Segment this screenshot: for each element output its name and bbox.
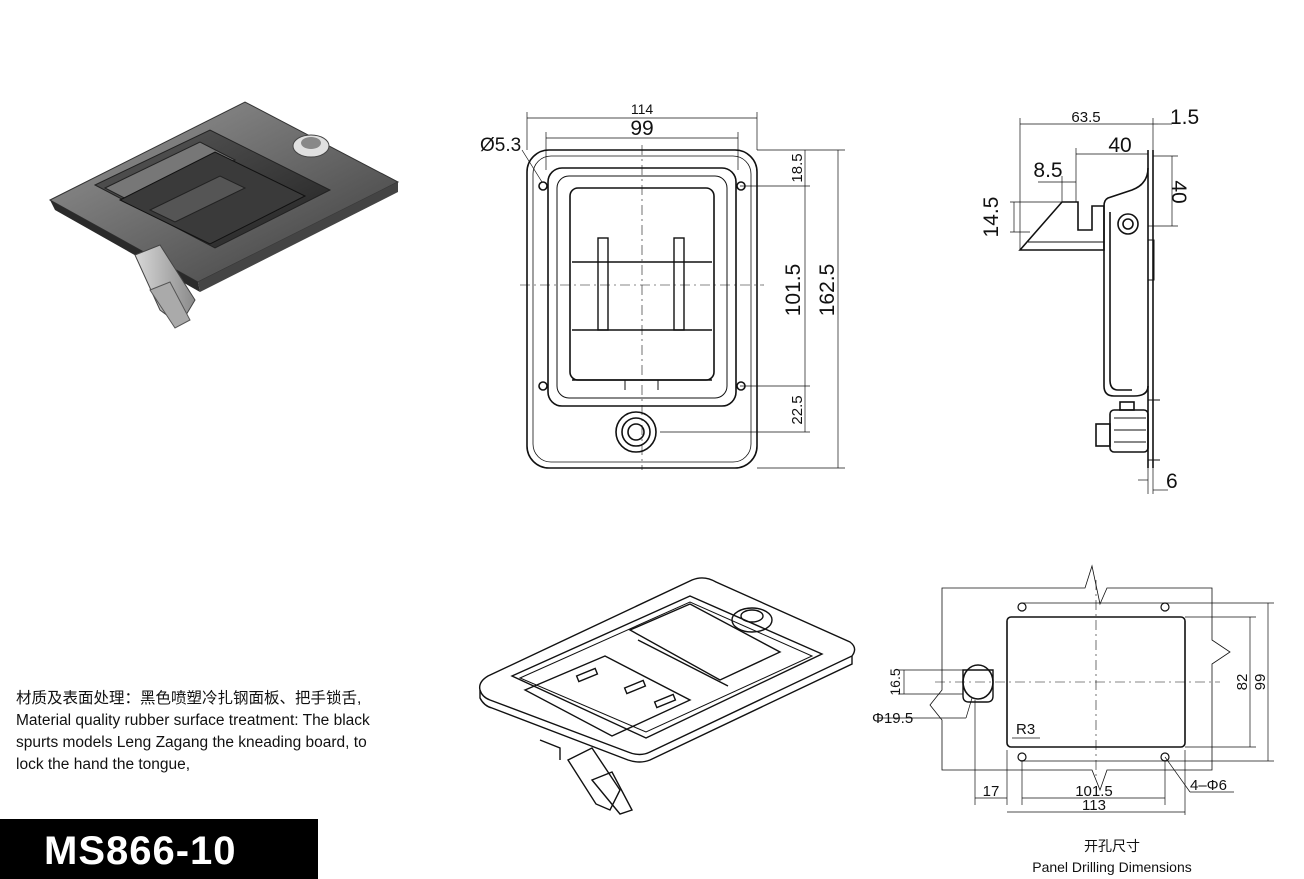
dim-front-hole-dia: Ø5.3 <box>480 135 521 156</box>
description-line-1: Material quality rubber surface treatmen… <box>16 712 370 729</box>
dim-front-162-5: 162.5 <box>816 264 839 317</box>
dim-front-22-5: 22.5 <box>789 395 806 424</box>
description-line-3: lock the hand the tongue, <box>16 756 191 773</box>
material-description: 材质及表面处理：黑色喷塑冷扎钢面板、把手锁舌, Material quality… <box>16 688 436 776</box>
dim-side-63-5: 63.5 <box>1071 109 1100 126</box>
dim-panel-holes: 4–Φ6 <box>1190 777 1227 794</box>
dim-front-101-5: 101.5 <box>782 264 805 317</box>
dim-front-18-5: 18.5 <box>789 153 806 182</box>
front-view-dimensions: 114 99 Ø5.3 18.5 101.5 162.5 22.5 <box>480 101 839 425</box>
dim-panel-17: 17 <box>983 783 1000 800</box>
description-line-2: spurts models Leng Zagang the kneading b… <box>16 734 367 751</box>
dim-side-40: 40 <box>1108 134 1131 157</box>
dim-side-8-5: 8.5 <box>1033 159 1062 182</box>
front-view <box>520 112 845 470</box>
dim-panel-82: 82 <box>1234 674 1251 691</box>
panel-caption-english: Panel Drilling Dimensions <box>1032 859 1192 875</box>
dim-panel-99: 99 <box>1252 674 1269 691</box>
latch-3d-render <box>48 101 400 329</box>
dim-front-114: 114 <box>631 101 654 117</box>
dim-side-40-vertical: 40 <box>1167 180 1190 203</box>
model-label-box: MS866-10 <box>0 819 318 879</box>
model-number: MS866-10 <box>44 829 237 873</box>
side-view <box>1010 118 1178 494</box>
dim-panel-113: 113 <box>1082 797 1106 814</box>
panel-drilling-dimensions: 16.5 Φ19.5 R3 17 101.5 113 4–Φ6 82 99 <box>872 668 1269 814</box>
panel-drilling-drawing <box>878 564 1274 815</box>
latch-3d-line-drawing <box>478 577 856 815</box>
dim-side-14-5: 14.5 <box>980 197 1003 238</box>
side-view-dimensions: 63.5 1.5 40 8.5 14.5 40 6 <box>980 106 1199 493</box>
dim-panel-r3: R3 <box>1016 721 1035 738</box>
dim-side-1-5: 1.5 <box>1170 106 1199 129</box>
panel-caption-chinese: 开孔尺寸 <box>1084 838 1140 854</box>
dim-front-99: 99 <box>630 117 653 140</box>
dim-panel-lock-dia: Φ19.5 <box>872 710 913 727</box>
dim-panel-16-5: 16.5 <box>887 668 903 695</box>
panel-drilling-caption: 开孔尺寸 Panel Drilling Dimensions <box>1000 836 1224 878</box>
dim-side-6: 6 <box>1166 470 1178 493</box>
description-chinese: 材质及表面处理：黑色喷塑冷扎钢面板、把手锁舌, <box>16 690 362 707</box>
dim-panel-101-5: 101.5 <box>1075 783 1113 800</box>
